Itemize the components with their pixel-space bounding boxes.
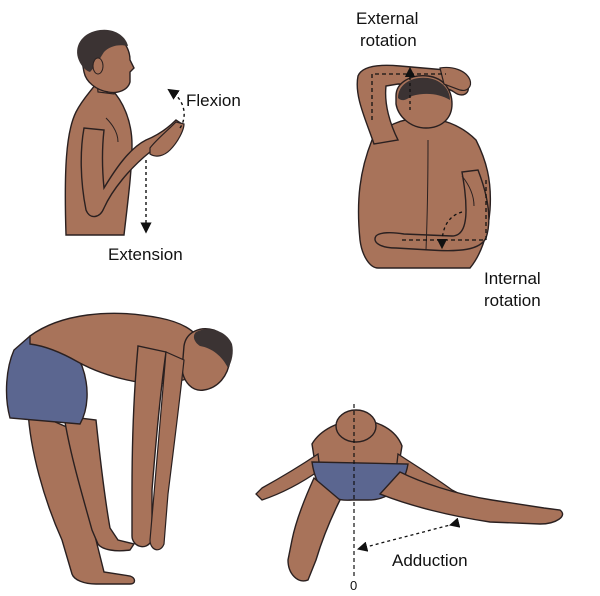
label-internal-rotation-1: Internal — [484, 269, 541, 288]
arms-hanging — [131, 345, 167, 548]
label-internal-rotation-2: rotation — [484, 291, 541, 310]
figure-back-view: External rotation Internal rotation — [356, 9, 541, 310]
figure-standing-side: Flexion Extension — [64, 29, 241, 264]
left-leg-seated — [287, 476, 341, 582]
hand-on-head — [439, 66, 472, 91]
label-extension: Extension — [108, 245, 183, 264]
internal-rotation-arrow — [436, 211, 463, 250]
hair-bend — [193, 329, 233, 368]
back-leg — [63, 415, 136, 552]
figure-seated-straddle: Adduction 0 — [255, 404, 564, 593]
head-seated — [335, 409, 377, 443]
hair-back — [398, 77, 450, 101]
internal-rotation-guide — [402, 180, 487, 241]
hand — [149, 121, 185, 157]
figure-forward-bend — [5, 312, 233, 585]
label-external-rotation-1: External — [356, 9, 418, 28]
label-external-rotation-2: rotation — [360, 31, 417, 50]
hair — [77, 29, 128, 73]
label-zero: 0 — [350, 578, 357, 593]
arm-front — [149, 351, 185, 551]
external-rotation-guide — [371, 73, 446, 120]
label-adduction: Adduction — [392, 551, 468, 570]
left-arm-seated — [255, 452, 321, 501]
right-leg-seated — [378, 471, 564, 525]
ear — [92, 57, 104, 75]
adduction-arrow — [356, 517, 461, 552]
label-flexion: Flexion — [186, 91, 241, 110]
flexion-arrow — [167, 88, 185, 129]
